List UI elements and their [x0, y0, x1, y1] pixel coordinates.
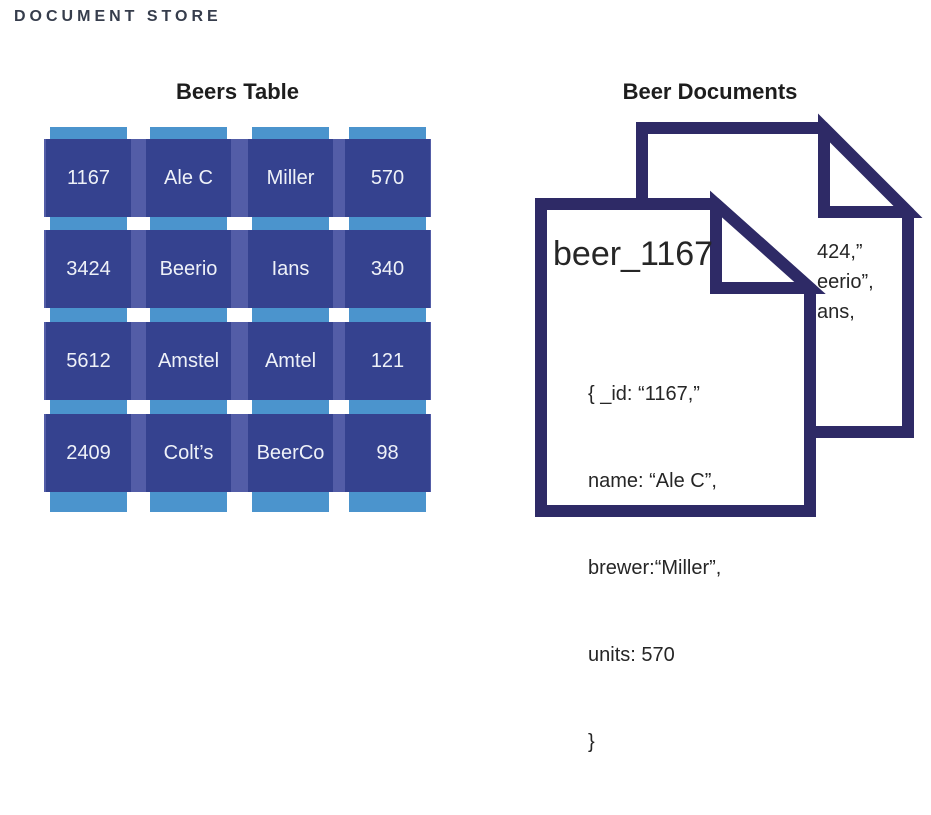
- beers-table: 1167 Ale C Miller 570 3424 Beerio Ians 3…: [44, 127, 431, 512]
- table-cell: 340: [345, 230, 430, 308]
- table-cell: 3424: [46, 230, 131, 308]
- back-document-text-fragment: ans,: [817, 301, 855, 323]
- table-cell: 1167: [46, 139, 131, 217]
- table-cell: 570: [345, 139, 430, 217]
- table-cell: Ians: [248, 230, 333, 308]
- table-cell: 5612: [46, 322, 131, 400]
- table-cell: 121: [345, 322, 430, 400]
- front-document-json-body: { _id: “1167,” name: “Ale C”, brewer:“Mi…: [588, 322, 721, 815]
- table-cell: Ale C: [146, 139, 231, 217]
- back-document-text-fragment: 424,”: [817, 241, 863, 263]
- table-cell: Beerio: [146, 230, 231, 308]
- json-line: units: 570: [588, 644, 675, 666]
- table-cell: BeerCo: [248, 414, 333, 492]
- json-line: }: [588, 731, 595, 753]
- back-document-text-fragment: eerio”,: [817, 271, 874, 293]
- table-cell: 98: [345, 414, 430, 492]
- table-cell: Amstel: [146, 322, 231, 400]
- front-document-fold-corner-icon: [710, 190, 826, 294]
- table-cell: Amtel: [248, 322, 333, 400]
- beer-documents-graphic: [535, 113, 923, 517]
- json-line: name: “Ale C”,: [588, 470, 717, 492]
- beer-documents-heading: Beer Documents: [622, 79, 798, 104]
- json-line: brewer:“Miller”,: [588, 557, 722, 579]
- page-title: DOCUMENT STORE: [14, 8, 222, 25]
- beers-table-heading: Beers Table: [175, 79, 300, 104]
- table-cell: 2409: [46, 414, 131, 492]
- table-cell: Colt’s: [146, 414, 231, 492]
- front-document-title: beer_1167: [553, 235, 714, 273]
- back-document-fold-corner-icon: [818, 113, 923, 218]
- document-store-diagram: DOCUMENT STORE Beers Table 1167 Ale C Mi…: [14, 8, 923, 753]
- table-cell: Miller: [248, 139, 333, 217]
- json-line: { _id: “1167,”: [588, 383, 700, 405]
